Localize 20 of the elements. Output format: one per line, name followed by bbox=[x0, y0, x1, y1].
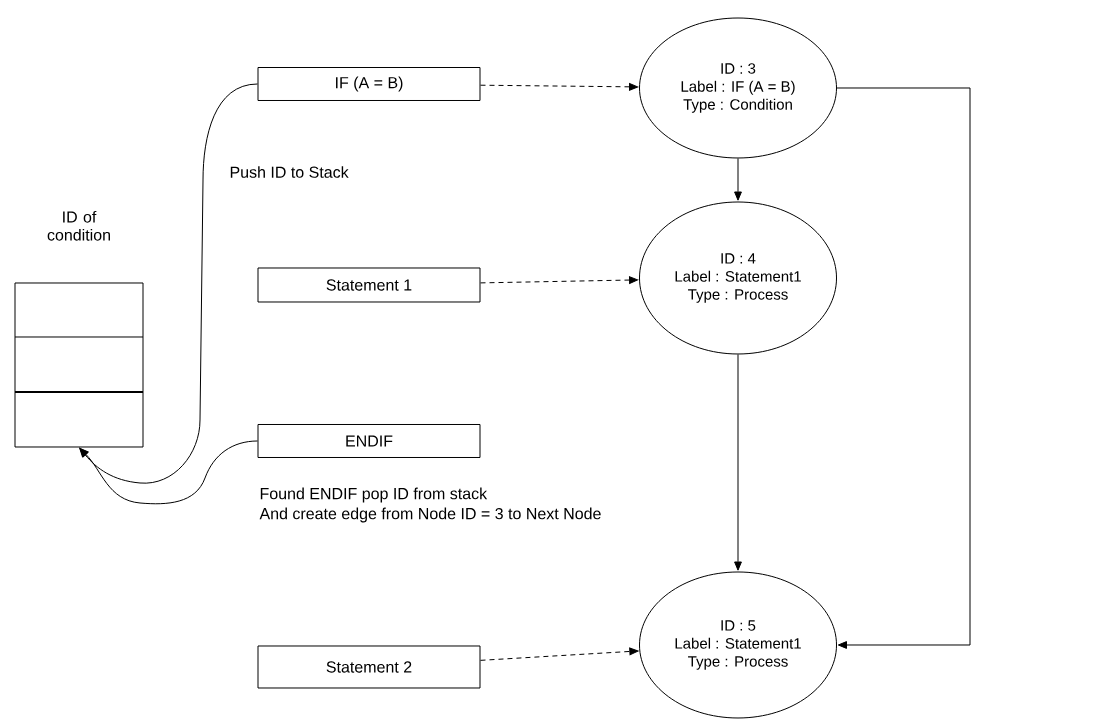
process-box: ENDIF bbox=[257, 424, 481, 458]
process-box: Statement 2 bbox=[257, 645, 481, 689]
dashed-arrow bbox=[480, 276, 639, 284]
edge-label: Push ID to Stack bbox=[228, 165, 350, 179]
arrow bbox=[734, 158, 742, 201]
process-box: Statement 1 bbox=[257, 267, 481, 303]
arrow bbox=[734, 354, 742, 571]
dashed-arrow bbox=[480, 82, 639, 91]
ellipse-node: ID : 5 Label : Statement1 Type : Process bbox=[639, 571, 837, 719]
stack-drawing: ID of condition bbox=[14, 210, 144, 448]
curved-arrow bbox=[79, 440, 258, 505]
note-text: Found ENDIF pop ID from stack bbox=[258, 486, 489, 504]
dashed-arrow bbox=[480, 647, 639, 661]
arrow bbox=[836, 87, 971, 649]
ellipse-node: ID : 4 Label : Statement1 Type : Process bbox=[639, 201, 837, 355]
curved-arrow bbox=[79, 83, 258, 484]
process-box: IF (A = B) bbox=[257, 67, 481, 101]
ellipse-node: ID : 3 Label : IF (A = B) Type : Condition bbox=[639, 17, 837, 159]
node-label: ID of condition bbox=[47, 210, 110, 241]
note-text: And create edge from Node ID = 3 to Next Node bbox=[258, 506, 603, 524]
